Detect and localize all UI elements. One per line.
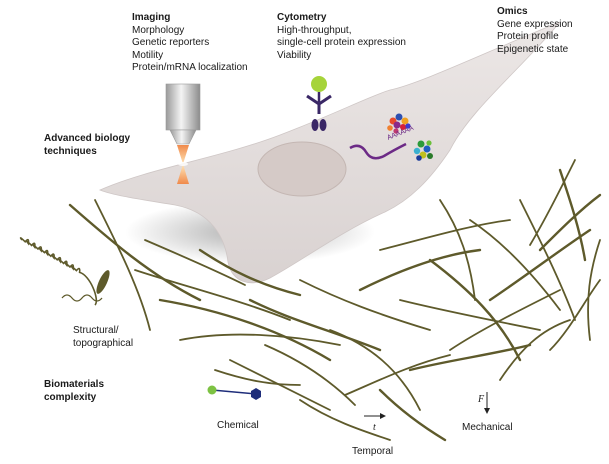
cytometry-block: Cytometry High-throughput, single-cell p… (277, 12, 406, 62)
fiber-strand (158, 298, 332, 362)
imaging-title: Imaging (132, 12, 171, 23)
fiber-strand (299, 279, 431, 331)
time-arrow-icon (364, 413, 386, 419)
cytometry-title: Cytometry (277, 12, 327, 23)
protein-complex-icon (387, 113, 411, 134)
fiber-strand (399, 299, 541, 331)
fiber-strand (408, 343, 532, 372)
cytometry-item: High-throughput, (277, 24, 352, 36)
fiber-strand (378, 388, 447, 442)
fiber-strand (428, 258, 522, 362)
fiber-strand (144, 239, 246, 286)
fiber-strand (94, 199, 151, 331)
mechanical-symbol: F (477, 394, 485, 405)
temporal-symbol: t (373, 422, 376, 433)
fiber-strand (499, 319, 571, 381)
mrna-strand (349, 142, 407, 160)
fiber-strand (529, 159, 576, 246)
imaging-item: Motility (132, 49, 164, 61)
techniques-heading: Advanced biology techniques (44, 133, 130, 158)
microscope-icon (165, 83, 201, 184)
fiber-strand (469, 219, 561, 311)
cell-nucleus (257, 141, 347, 197)
fiber-strand (439, 199, 476, 301)
fiber-strand (134, 269, 291, 321)
fiber-strand (299, 399, 391, 441)
fiber-strand (68, 203, 202, 302)
imaging-block: Imaging Morphology Genetic reporters Mot… (132, 12, 248, 75)
fiber-strand (248, 298, 382, 352)
fiber-strand (179, 333, 341, 346)
mechanical-label: Mechanical (462, 422, 513, 433)
techniques-heading-line: Advanced biology (44, 133, 131, 144)
structural-wavy-strand (61, 294, 103, 302)
biomaterials-heading-line: Biomaterials (44, 379, 105, 390)
force-arrow-icon (484, 392, 490, 414)
temporal-label: Temporal (352, 446, 394, 457)
imaging-item: Protein/mRNA localization (132, 62, 248, 73)
omics-title: Omics (497, 6, 528, 17)
omics-item: Gene expression (497, 18, 573, 30)
fiber-network (68, 159, 602, 442)
techniques-heading-line: techniques (44, 145, 97, 157)
coiled-fiber (19, 237, 98, 306)
omics-item: Protein profile (497, 31, 559, 42)
fiber-strand (449, 289, 561, 351)
fluorescent-bead (311, 76, 327, 92)
chemical-label: Chemical (217, 420, 259, 431)
structural-label-line: Structural/ (73, 325, 119, 336)
fiber-strand (587, 239, 601, 341)
cytometry-item: Viability (277, 49, 312, 61)
fiber-strand (344, 354, 451, 396)
fiber-strand (214, 369, 301, 386)
fiber-strand (229, 359, 331, 411)
omics-block: Omics Gene expression Protein profile Ep… (497, 6, 573, 56)
fiber-strand (538, 193, 602, 252)
structural-label: Structural/ topographical (73, 325, 133, 350)
protein-folded-icon (413, 140, 433, 161)
structural-label-line: topographical (73, 337, 134, 349)
fiber-strand (358, 248, 482, 292)
fiber-strand (198, 248, 302, 297)
fiber-strand (264, 344, 356, 406)
fiber-strand (519, 199, 576, 321)
biomaterials-heading: Biomaterials complexity (44, 379, 104, 404)
antibody-icon (306, 76, 332, 131)
imaging-item: Genetic reporters (132, 37, 210, 48)
fiber-strand (549, 279, 601, 351)
fiber-strand (558, 168, 587, 262)
omics-item: Epigenetic state (497, 43, 569, 55)
structural-spindle (96, 270, 110, 294)
fiber-strand (379, 219, 511, 251)
fiber-strand (329, 329, 421, 411)
biomaterials-heading-line: complexity (44, 391, 97, 403)
imaging-item: Morphology (132, 24, 185, 36)
chemical-ligand-icon (207, 385, 261, 400)
cytometry-item: single-cell protein expression (277, 37, 406, 48)
